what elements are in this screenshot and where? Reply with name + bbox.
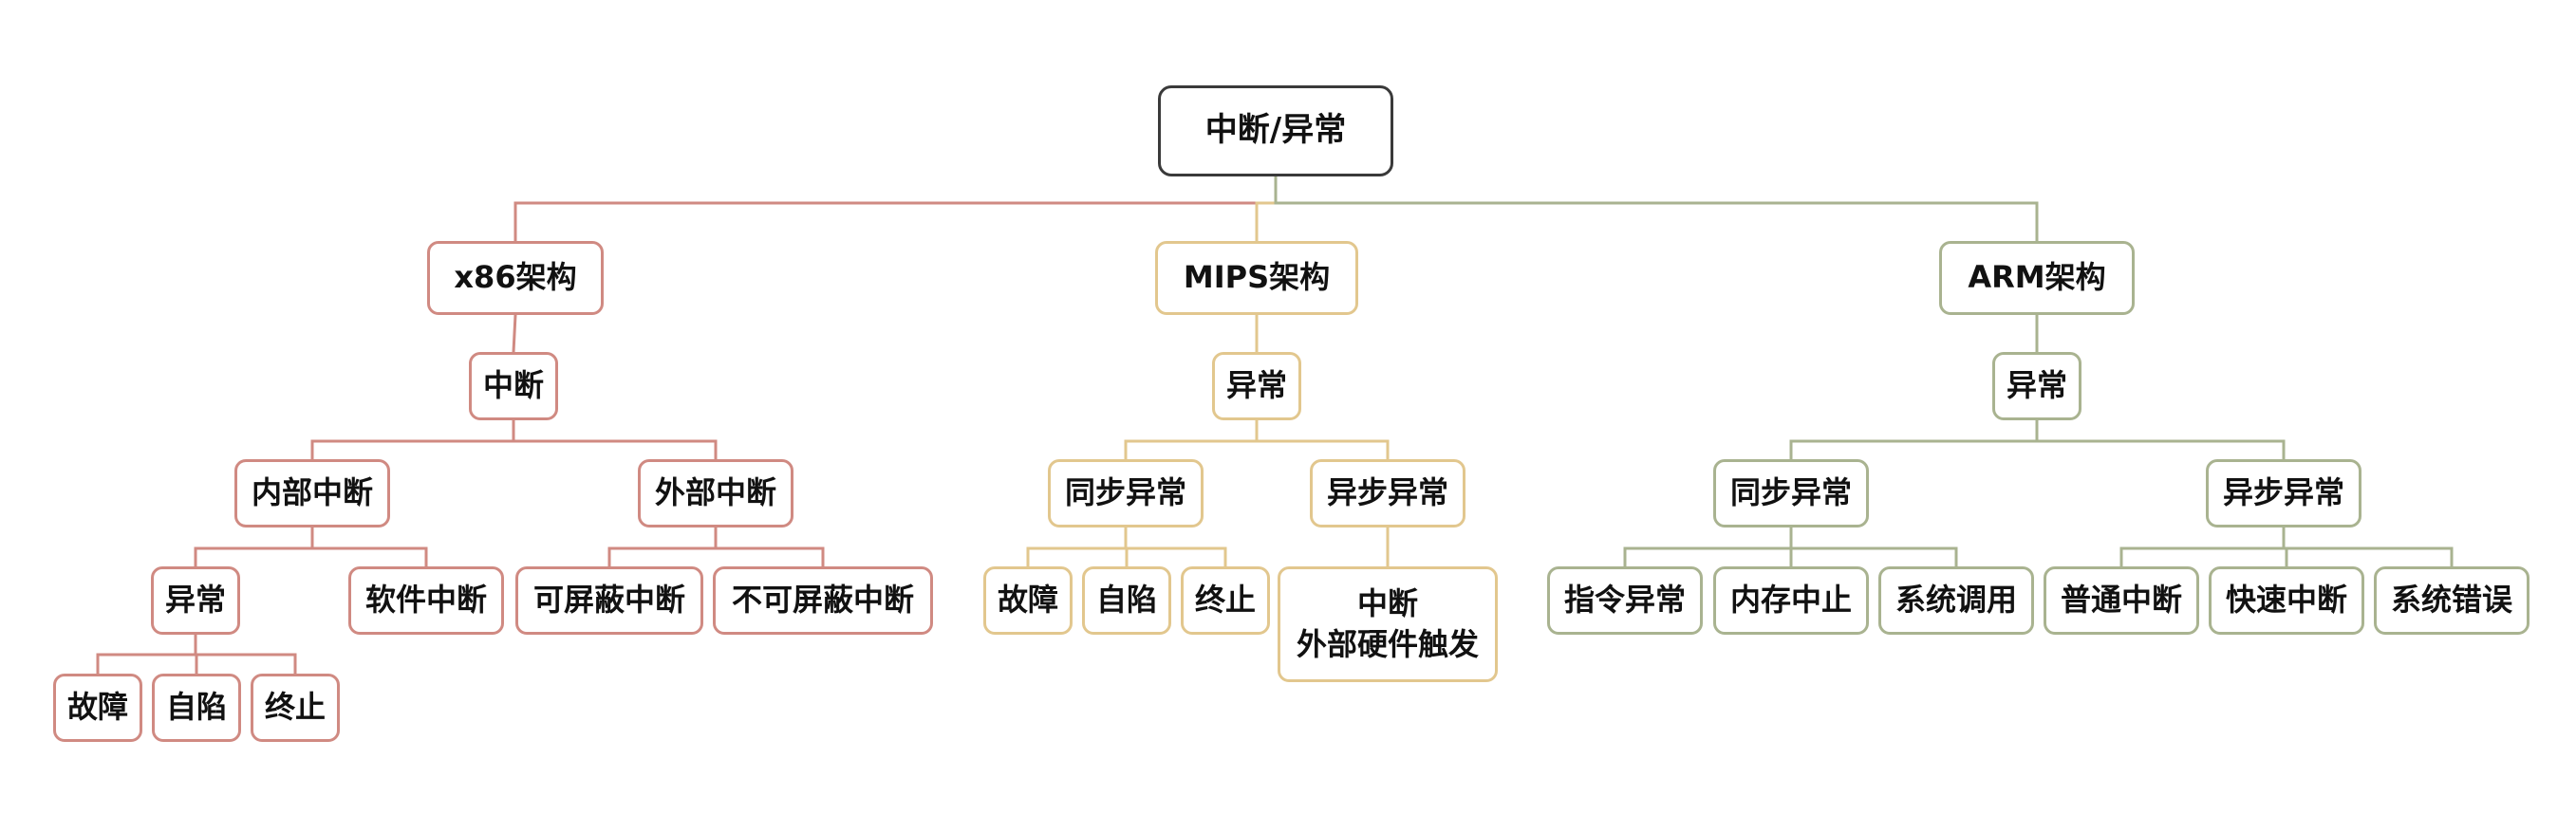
- arm-instruction-exception-node: 指令异常: [1547, 566, 1703, 635]
- arm-system-call-node: 系统调用: [1878, 566, 2034, 635]
- arm-async-exception-node: 异步异常: [2206, 459, 2361, 528]
- connector-line-9: [512, 313, 517, 354]
- mips-abort-node: 终止: [1181, 566, 1270, 635]
- mips-interrupt-subtitle: 外部硬件触发: [1296, 626, 1479, 662]
- mips-exception-node: 异常: [1212, 352, 1301, 420]
- x86-abort-node: 终止: [251, 674, 340, 742]
- x86-software-interrupt-node: 软件中断: [348, 566, 504, 635]
- arm-memory-abort-node: 内存中止: [1713, 566, 1869, 635]
- mips-trap-node: 自陷: [1082, 566, 1171, 635]
- root-node: 中断/异常: [1158, 85, 1393, 176]
- x86-fault-node: 故障: [53, 674, 142, 742]
- arm-sync-exception-node: 同步异常: [1713, 459, 1869, 528]
- x86-maskable-interrupt-node: 可屏蔽中断: [515, 566, 703, 635]
- mips-interrupt-title: 中断: [1356, 584, 1418, 621]
- x86-external-interrupt-node: 外部中断: [638, 459, 793, 528]
- arm-system-error-node: 系统错误: [2374, 566, 2529, 635]
- mips-sync-exception-node: 同步异常: [1048, 459, 1204, 528]
- x86-interrupt-node: 中断: [469, 352, 558, 420]
- x86-nonmaskable-interrupt-node: 不可屏蔽中断: [713, 566, 933, 635]
- arm-fast-interrupt-node: 快速中断: [2209, 566, 2364, 635]
- x86-trap-node: 自陷: [152, 674, 241, 742]
- x86-internal-interrupt-node: 内部中断: [234, 459, 390, 528]
- arm-exception-node: 异常: [1992, 352, 2081, 420]
- mips-node: MIPS架构: [1155, 241, 1358, 315]
- mips-async-exception-node: 异步异常: [1310, 459, 1465, 528]
- arm-normal-interrupt-node: 普通中断: [2044, 566, 2199, 635]
- x86-node: x86架构: [427, 241, 604, 315]
- arm-node: ARM架构: [1939, 241, 2135, 315]
- mips-interrupt-node: 中断 外部硬件触发: [1278, 566, 1498, 682]
- x86-exception-node: 异常: [151, 566, 240, 635]
- mips-fault-node: 故障: [983, 566, 1073, 635]
